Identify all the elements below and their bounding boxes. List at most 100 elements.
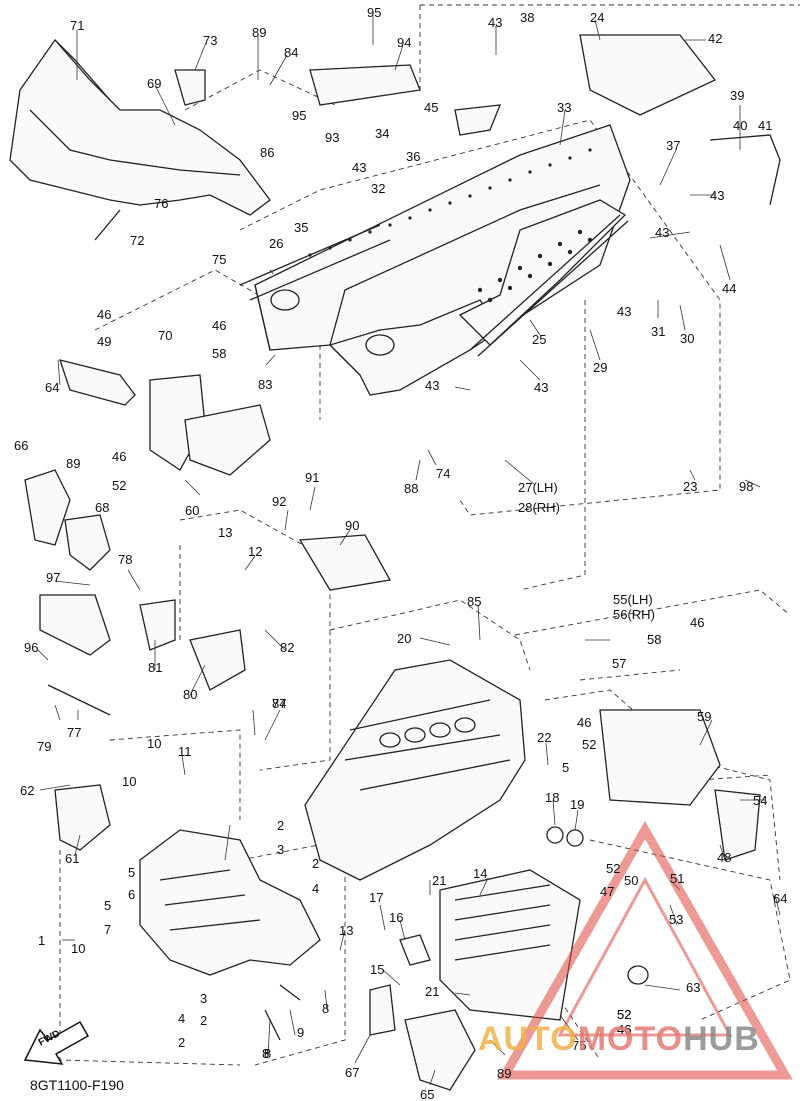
callout-label: 98	[739, 479, 753, 494]
callout-label: 10	[147, 736, 161, 751]
callout-label: 50	[624, 873, 638, 888]
fwd-arrow-icon	[23, 1020, 90, 1065]
callout-label: 38	[520, 10, 534, 25]
callout-label: 22	[537, 730, 551, 745]
callout-label: 52	[606, 861, 620, 876]
callout-label: 43	[425, 378, 439, 393]
callout-label: 64	[773, 891, 787, 906]
callout-label: 43	[617, 304, 631, 319]
callout-label: 55(LH)	[613, 592, 653, 607]
callout-label: 8	[262, 1046, 269, 1061]
callout-label: 19	[570, 797, 584, 812]
callout-label: 68	[95, 500, 109, 515]
callout-label: 13	[339, 923, 353, 938]
watermark-part-2: MOTO	[577, 1020, 684, 1058]
callout-label: 52	[617, 1007, 631, 1022]
callout-label: 80	[183, 687, 197, 702]
watermark-triangle	[497, 820, 793, 1080]
callout-label: 9	[297, 1025, 304, 1040]
callout-label: 65	[420, 1087, 434, 1101]
callout-label: 32	[371, 181, 385, 196]
callout-label: 18	[545, 790, 559, 805]
callout-label: 97	[46, 570, 60, 585]
callout-label: 66	[14, 438, 28, 453]
watermark-part-1: AUTO	[478, 1020, 578, 1058]
callout-label: 60	[185, 503, 199, 518]
callout-label: 63	[686, 980, 700, 995]
callout-label: 2	[277, 818, 284, 833]
callout-label: 16	[389, 910, 403, 925]
callout-label: 72	[130, 233, 144, 248]
callout-label: 2	[312, 856, 319, 871]
watermark-part-3: HUB	[683, 1020, 760, 1058]
callout-label: 36	[406, 149, 420, 164]
callout-label: 33	[557, 100, 571, 115]
callout-label: 43	[655, 225, 669, 240]
front-frame-upper	[9, 34, 781, 241]
callout-label: 5	[104, 898, 111, 913]
callout-label: 54	[753, 793, 767, 808]
callout-label: 39	[730, 88, 744, 103]
callout-label: 52	[112, 478, 126, 493]
callout-label: 12	[248, 544, 262, 559]
callout-label: 1	[38, 933, 45, 948]
callout-label: 74	[272, 696, 286, 711]
callout-label: 84	[284, 45, 298, 60]
callout-label: 46	[577, 715, 591, 730]
callout-label: 87	[272, 696, 286, 711]
callout-label: 75	[212, 252, 226, 267]
callout-label: 28(RH)	[518, 500, 560, 515]
tunnel-assembly	[239, 124, 631, 396]
callout-label: 64	[45, 380, 59, 395]
callout-label: 45	[424, 100, 438, 115]
callout-label: 61	[65, 851, 79, 866]
callout-label: 30	[680, 331, 694, 346]
callout-label: 15	[370, 962, 384, 977]
callout-label: 44	[722, 281, 736, 296]
watermark-text: AUTOMOTOHUB	[478, 1020, 760, 1059]
callout-label: 43	[488, 15, 502, 30]
callout-label: 83	[258, 377, 272, 392]
callout-label: 77	[67, 725, 81, 740]
callout-label: 8	[322, 1001, 329, 1016]
callout-label: 69	[147, 76, 161, 91]
callout-label: 2	[178, 1035, 185, 1050]
callout-label: 11	[178, 744, 192, 759]
callout-label: 43	[710, 188, 724, 203]
callout-label: 49	[97, 334, 111, 349]
callout-label: 81	[148, 660, 162, 675]
callout-label: 86	[260, 145, 274, 160]
callout-label: 75	[572, 1038, 586, 1053]
callout-label: 70	[158, 328, 172, 343]
callout-label: 5	[562, 760, 569, 775]
callout-label: 85	[467, 594, 481, 609]
callout-label: 24	[590, 10, 604, 25]
callout-label: 89	[66, 456, 80, 471]
callout-label: 57	[612, 656, 626, 671]
callout-label: 67	[345, 1065, 359, 1080]
callout-label: 73	[203, 33, 217, 48]
callout-label: 13	[218, 525, 232, 540]
callout-label: 40	[733, 118, 747, 133]
callout-label: 46	[112, 449, 126, 464]
callout-label: 3	[277, 842, 284, 857]
callout-label: 27(LH)	[518, 480, 558, 495]
callout-label: 14	[473, 866, 487, 881]
callout-label: 10	[71, 941, 85, 956]
callout-label: 46	[212, 318, 226, 333]
callout-label: 90	[345, 518, 359, 533]
callout-label: 35	[294, 220, 308, 235]
callout-label: 95	[292, 108, 306, 123]
callout-label: 71	[70, 18, 84, 33]
callout-label: 74	[436, 466, 450, 481]
callout-label: 8	[264, 1046, 271, 1061]
callout-label: 52	[617, 1007, 631, 1022]
callout-label: 62	[20, 783, 34, 798]
callout-label: 34	[375, 126, 389, 141]
callout-label: 29	[593, 360, 607, 375]
callout-label: 76	[154, 196, 168, 211]
callout-label: 4	[312, 881, 319, 896]
callout-label: 91	[305, 470, 319, 485]
